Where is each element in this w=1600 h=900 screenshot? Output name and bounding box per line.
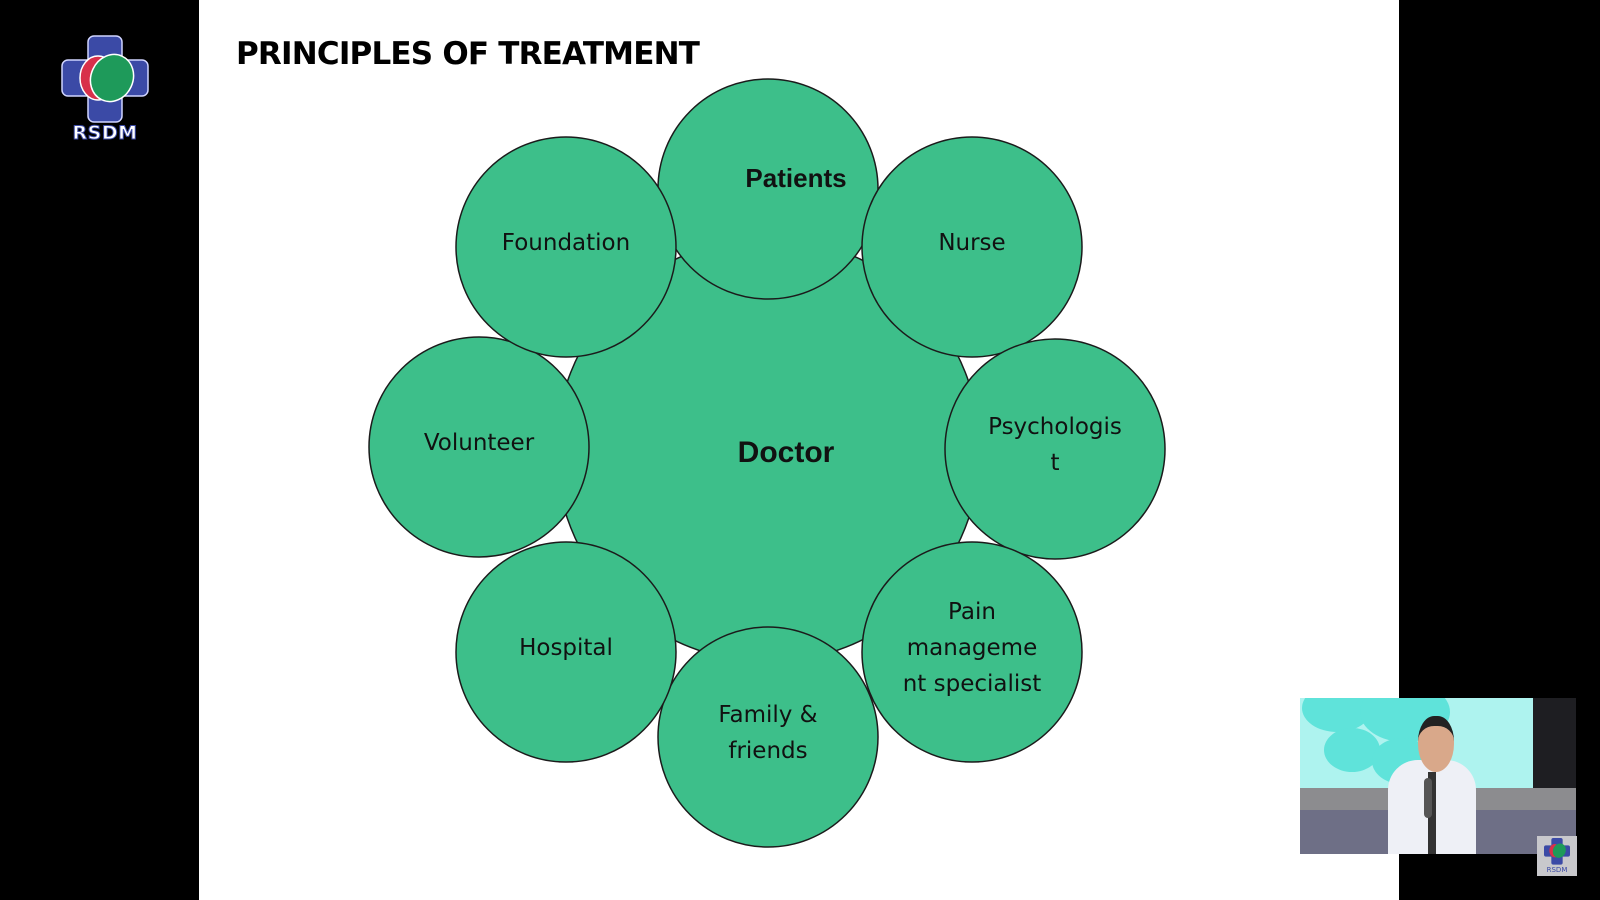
watermark-logo: RSDM (1537, 836, 1577, 876)
outer-node-circle-right (944, 338, 1166, 560)
pip-screen-circle (1324, 728, 1380, 772)
treatment-team-diagram (368, 78, 1166, 848)
rsdm-watermark-icon (1544, 838, 1570, 865)
outer-node-circle-bottom (657, 626, 879, 848)
microphone-icon (1424, 778, 1432, 818)
speaker-video-feed[interactable] (1300, 698, 1576, 854)
pip-dark-wall (1533, 698, 1576, 788)
rsdm-logo-icon (58, 34, 152, 146)
outer-node-circle-bottom-right (861, 541, 1083, 763)
brand-name: RSDM (72, 122, 138, 145)
outer-node-circle-top (657, 78, 879, 300)
slide-title: PRINCIPLES OF TREATMENT (236, 36, 700, 72)
outer-node-circle-top-left (455, 136, 677, 358)
outer-node-circle-top-right (861, 136, 1083, 358)
pip-speaker-tie (1428, 772, 1436, 854)
outer-node-circle-left (368, 336, 590, 558)
watermark-text: RSDM (1546, 866, 1568, 874)
pip-speaker-head (1418, 716, 1454, 772)
outer-node-circle-bottom-left (455, 541, 677, 763)
